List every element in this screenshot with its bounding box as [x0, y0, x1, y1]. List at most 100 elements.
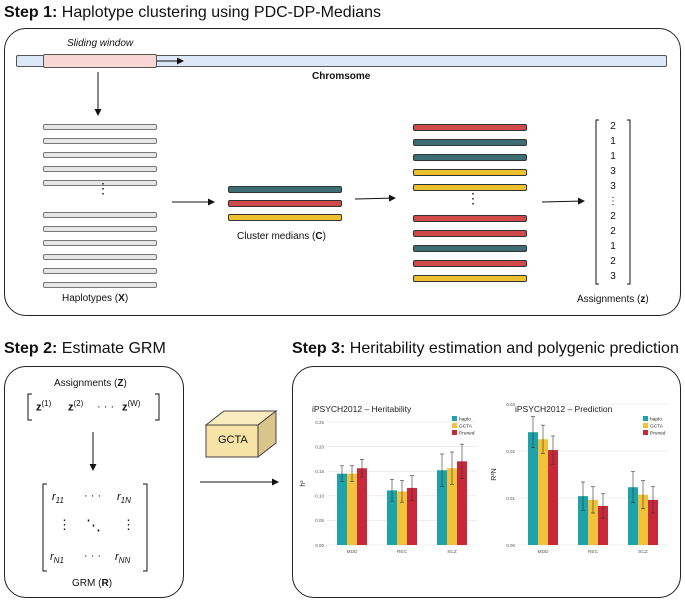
bar-haplo: [578, 496, 588, 545]
assignment-value: ⋮: [608, 196, 618, 207]
legend-swatch-Pruned: [452, 430, 457, 435]
step2-panel: [4, 366, 184, 598]
haplotype-row: [43, 226, 157, 232]
median-bar-yellow: [228, 214, 342, 221]
bar-GCTA: [397, 491, 407, 545]
legend-label: GCTA: [459, 424, 473, 430]
median-bar-red: [228, 200, 342, 207]
bar-Pruned: [648, 499, 658, 545]
assignment-value: 3: [610, 271, 616, 282]
cluster-medians-label: Cluster medians (C): [237, 231, 326, 242]
assign-bracket-right: [627, 119, 631, 285]
r-left-vdots: ⋮: [58, 517, 71, 532]
legend-swatch-haplo: [452, 416, 457, 421]
r-top-hdots: · · ·: [84, 490, 102, 502]
y-tick-label: 0.10: [315, 494, 324, 499]
legend-label: haplo: [650, 417, 662, 423]
assigned-haplotype-red: [413, 124, 527, 131]
assigned-haplotype-yellow: [413, 184, 527, 191]
haplotype-row: [43, 124, 157, 130]
bar-Pruned: [407, 487, 417, 545]
assignment-value: 1: [610, 241, 616, 252]
legend-label: Pruned: [650, 431, 666, 437]
y-tick-label: 0.01: [506, 496, 515, 501]
x-tick-label: MDD: [347, 549, 358, 555]
haplotype-row: [43, 240, 157, 246]
assignments-label: Assignments (z): [577, 294, 649, 305]
y-tick-label: 0.15: [315, 469, 324, 474]
assigned-haplotype-red: [413, 260, 527, 267]
legend-swatch-Pruned: [643, 430, 648, 435]
assignment-value: 2: [610, 211, 616, 222]
assigned-haplotype-teal: [413, 139, 527, 146]
assigned-haplotype-yellow: [413, 169, 527, 176]
bar-Pruned: [457, 461, 467, 545]
y-tick-label: 0.20: [315, 444, 324, 449]
assigned-haplotype-yellow: [413, 275, 527, 282]
assigned-haplotype-teal: [413, 245, 527, 252]
z1-entry: z(1): [36, 399, 52, 414]
assignment-value: 2: [610, 256, 616, 267]
bar-haplo: [337, 473, 347, 545]
legend-swatch-GCTA: [452, 423, 457, 428]
assignment-value: 3: [610, 181, 616, 192]
assignment-value: 2: [610, 226, 616, 237]
assigned-haplotype-teal: [413, 154, 527, 161]
chart-title: iPSYCH2012 – Heritability: [312, 404, 412, 414]
bar-Pruned: [548, 450, 558, 545]
y-tick-label: 0.00: [506, 543, 515, 548]
step2-assignments-label: Assignments (Z): [54, 378, 127, 389]
legend-label: Pruned: [459, 431, 475, 437]
y-tick-label: 0.02: [506, 449, 515, 454]
grm-label: GRM (R): [72, 578, 113, 589]
haplotype-row: [43, 212, 157, 218]
haplotype-row: [43, 254, 157, 260]
bar-GCTA: [538, 439, 548, 545]
legend-swatch-haplo: [643, 416, 648, 421]
assignment-value: 1: [610, 151, 616, 162]
r1n-entry: r1N: [117, 491, 131, 506]
zw-entry: z(W): [122, 399, 141, 414]
r-bottom-hdots: · · ·: [84, 550, 102, 562]
bar-GCTA: [447, 468, 457, 545]
bar-haplo: [387, 490, 397, 545]
x-tick-label: MDD: [538, 549, 549, 555]
assigned-haplotype-red: [413, 230, 527, 237]
bar-Pruned: [598, 505, 608, 545]
gcta-box-label: GCTA: [218, 434, 248, 446]
assignment-value: 1: [610, 136, 616, 147]
bar-haplo: [628, 487, 638, 545]
bar-haplo: [528, 432, 538, 545]
legend-label: haplo: [459, 417, 471, 423]
legend-swatch-GCTA: [643, 423, 648, 428]
haplotype-row: [43, 268, 157, 274]
r-ddots: ⋱: [86, 517, 101, 534]
assignment-value: 2: [610, 121, 616, 132]
sliding-window-box: [43, 54, 157, 68]
step3-title: Step 3: Heritability estimation and poly…: [292, 340, 679, 357]
arrow-to-sorted: [354, 194, 396, 202]
x-tick-label: SCZ: [638, 549, 648, 555]
r11-entry: r11: [52, 491, 64, 506]
bar-Pruned: [357, 468, 367, 545]
r-right-vdots: ⋮: [122, 517, 135, 532]
chart-title: iPSYCH2012 – Prediction: [515, 404, 613, 414]
haplotypes-label: Haplotypes (X): [62, 293, 129, 304]
y-axis-label: h²: [300, 480, 307, 487]
z-hdots: · · ·: [97, 401, 115, 413]
assigned-dots: ⋮: [466, 190, 480, 206]
haplotypes-dots: ⋮: [96, 180, 110, 196]
x-tick-label: REC: [588, 549, 599, 555]
chromosome-label: Chromsome: [312, 71, 371, 82]
legend-label: GCTA: [650, 424, 664, 430]
y-tick-label: 0.03: [506, 402, 515, 407]
haplotype-row: [43, 180, 157, 186]
assigned-haplotype-red: [413, 215, 527, 222]
y-tick-label: 0.25: [315, 420, 324, 425]
y-tick-label: 0.00: [315, 543, 324, 548]
haplotype-row: [43, 152, 157, 158]
haplotype-row: [43, 138, 157, 144]
